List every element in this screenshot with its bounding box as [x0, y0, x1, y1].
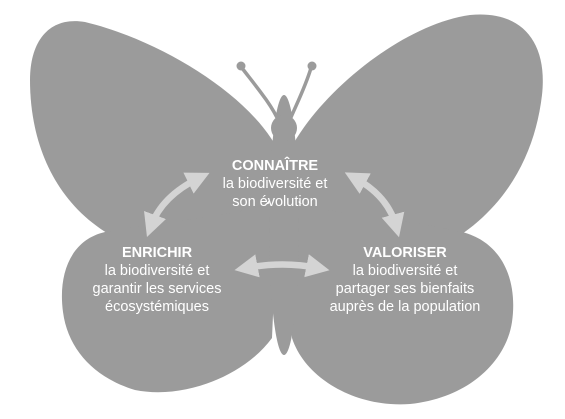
connaitre-block: CONNAÎTRE la biodiversité et son évoluti…	[170, 157, 380, 211]
connaitre-line-1: la biodiversité et	[222, 176, 328, 192]
arrow-left-right	[234, 254, 330, 278]
right-antenna	[287, 66, 313, 124]
valoriser-title: VALORISER	[363, 245, 447, 261]
arrow-top-right	[344, 172, 405, 238]
enrichir-title: ENRICHIR	[121, 245, 193, 261]
enrichir-line-2: garantir les services	[92, 281, 222, 297]
left-antenna-tip	[236, 61, 246, 71]
arrow-top-left	[144, 172, 210, 237]
enrichir-line-3: écosystémiques	[105, 299, 209, 315]
connaitre-line-2: son évolution	[232, 194, 318, 210]
right-antenna-tip	[307, 61, 317, 71]
butterfly-body	[269, 95, 299, 355]
valoriser-line-1: la biodiversité et	[352, 263, 458, 279]
valoriser-line-2: partager ses bienfaits	[335, 281, 475, 297]
butterfly-head	[271, 115, 297, 141]
enrichir-line-1: la biodiversité et	[104, 263, 210, 279]
lower-right-wing	[290, 200, 514, 405]
cycle-arrows	[144, 172, 405, 278]
connaitre-title: CONNAÎTRE	[231, 158, 319, 174]
left-antenna	[240, 66, 281, 124]
valoriser-line-3: auprès de la population	[329, 299, 481, 315]
valoriser-block: VALORISER la biodiversité et partager se…	[305, 244, 505, 316]
lower-left-wing	[61, 200, 278, 393]
upper-left-wing	[30, 21, 278, 249]
enrichir-block: ENRICHIR la biodiversité et garantir les…	[62, 244, 252, 316]
